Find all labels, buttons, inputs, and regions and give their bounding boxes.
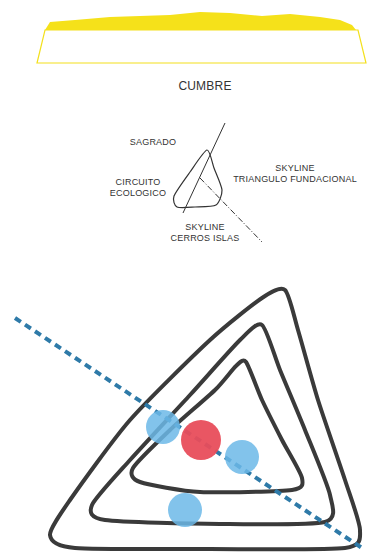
red-point <box>181 420 221 460</box>
sketch-axis <box>183 123 225 213</box>
sketch-outline <box>173 150 222 208</box>
contour-lines <box>50 289 360 550</box>
contour-line <box>131 360 302 492</box>
contour-line <box>50 289 360 550</box>
blue-point <box>146 410 180 444</box>
summit-outline <box>37 30 366 63</box>
annotation-label: CUMBRE <box>178 79 231 93</box>
annotation-label: SKYLINE CERROS ISLAS <box>171 222 240 244</box>
annotation-label: CIRCUITO ECOLOGICO <box>110 177 166 199</box>
blue-point <box>225 440 259 474</box>
annotation-label: SKYLINE TRIANGULO FUNDACIONAL <box>233 163 357 185</box>
contour-line <box>91 324 334 524</box>
blue-point <box>168 493 202 527</box>
annotation-label: SAGRADO <box>130 137 176 148</box>
summit-silhouette <box>45 12 356 30</box>
axis-dashed-line <box>15 318 365 550</box>
sketch-axis <box>200 178 262 242</box>
